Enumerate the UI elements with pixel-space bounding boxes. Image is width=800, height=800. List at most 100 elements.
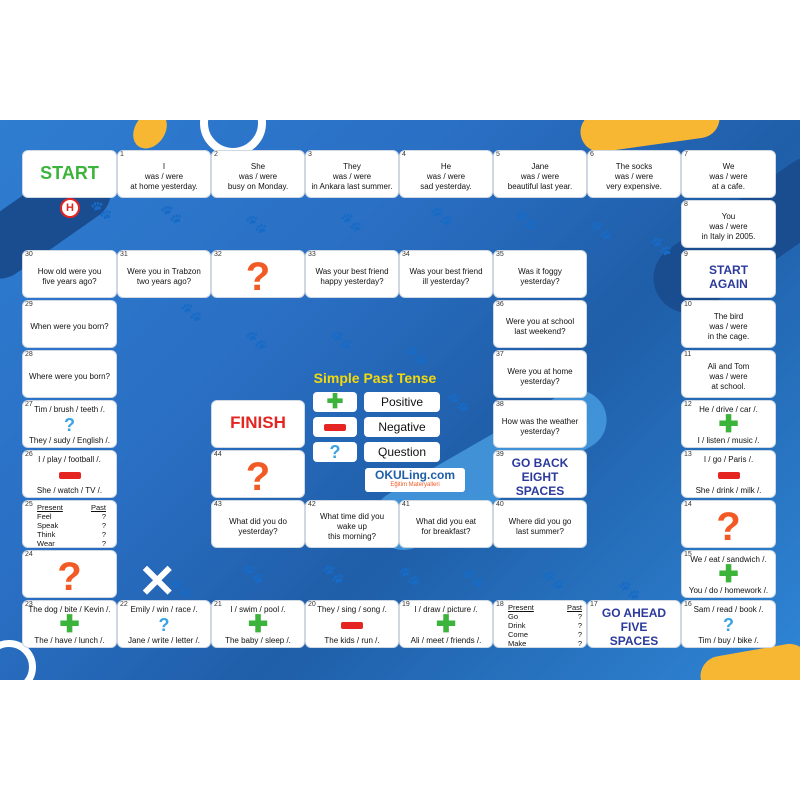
cell-number: 6 bbox=[590, 151, 594, 158]
cell-text-top: The dog / bite / Kevin /. bbox=[28, 605, 111, 614]
verb-past: ? bbox=[577, 612, 582, 621]
board-cell-13[interactable]: 13 I / go / Paris /.She / drink / milk /… bbox=[681, 450, 776, 498]
cell-number: 19 bbox=[402, 601, 410, 608]
verb-present: Think bbox=[37, 530, 56, 539]
cell-text-bottom: She / watch / TV /. bbox=[36, 486, 103, 495]
cell-number: 18 bbox=[496, 601, 504, 608]
cell-number: 2 bbox=[214, 151, 218, 158]
cell-number: 25 bbox=[25, 501, 33, 508]
board-cell-22[interactable]: 22 Emily / win / race /.?Jane / write / … bbox=[117, 600, 211, 648]
board-cell-20[interactable]: 20 They / sing / song /.The kids / run /… bbox=[305, 600, 399, 648]
cell-text-top: Sam / read / book /. bbox=[693, 605, 764, 614]
finish-label: FINISH bbox=[230, 413, 286, 432]
legend-negative: Negative bbox=[364, 417, 440, 437]
cell-text: What time did you wake up this morning? bbox=[319, 512, 385, 541]
cell-number: 35 bbox=[496, 251, 504, 258]
minus-icon bbox=[341, 621, 363, 629]
cell-number: 38 bbox=[496, 401, 504, 408]
verb-past: ? bbox=[577, 639, 582, 648]
plus-icon: ✚ bbox=[435, 611, 457, 638]
board-cell-14[interactable]: 14? bbox=[681, 500, 776, 548]
cell-text: Jane was / were beautiful last year. bbox=[507, 162, 573, 191]
cell-text-bottom: I / listen / music /. bbox=[697, 436, 760, 445]
start-cell[interactable]: START bbox=[22, 150, 117, 198]
verb-present: Go bbox=[508, 612, 519, 621]
question-mark-icon: ? bbox=[158, 615, 170, 635]
verb-present: Feel bbox=[37, 512, 52, 521]
paw-icon: 🐾 bbox=[90, 200, 113, 220]
cell-text: They was / were in Ankara last summer. bbox=[311, 162, 393, 191]
cell-number: 30 bbox=[25, 251, 33, 258]
cell-text-top: Emily / win / race /. bbox=[130, 605, 198, 614]
cell-number: 11 bbox=[684, 351, 692, 358]
plus-icon: ✚ bbox=[247, 611, 269, 638]
board-cell-24[interactable]: 24? bbox=[22, 550, 117, 598]
cell-text-bottom: Tim / buy / bike /. bbox=[698, 636, 759, 645]
question-legend-icon: ? bbox=[313, 442, 357, 462]
board-cell-27[interactable]: 27 Tim / brush / teeth /.?They / sudy / … bbox=[22, 400, 117, 448]
cell-text: Were you at school last weekend? bbox=[505, 317, 575, 336]
board-cell-26[interactable]: 26 I / play / football /.She / watch / T… bbox=[22, 450, 117, 498]
cell-text-top: We / eat / sandwich /. bbox=[690, 555, 767, 564]
cell-text-bottom: They / sudy / English /. bbox=[29, 436, 110, 445]
cell-text: How old were you five years ago? bbox=[37, 267, 102, 286]
board-cell-12[interactable]: 12 He / drive / car /.✚I / listen / musi… bbox=[681, 400, 776, 448]
board-cell-23[interactable]: 23 The dog / bite / Kevin /.✚The / have … bbox=[22, 600, 117, 648]
board-cell-15[interactable]: 15 We / eat / sandwich /.✚You / do / hom… bbox=[681, 550, 776, 598]
verb-past: ? bbox=[577, 630, 582, 639]
board-cell-32[interactable]: 32? bbox=[211, 250, 305, 298]
board-cell-44[interactable]: 44? bbox=[211, 450, 305, 498]
cell-number: 7 bbox=[684, 151, 688, 158]
question-mark-icon: ? bbox=[57, 555, 82, 598]
cell-text: Where were you born? bbox=[29, 372, 110, 381]
board-cell-19[interactable]: 19 I / draw / picture /.✚Ali / meet / fr… bbox=[399, 600, 493, 648]
cell-number: 41 bbox=[402, 501, 410, 508]
cell-text: What did you do yesterday? bbox=[229, 517, 287, 536]
logo-name: OKULing.com bbox=[375, 468, 455, 482]
cell-number: 5 bbox=[496, 151, 500, 158]
cell-text: GO AHEAD FIVE SPACES bbox=[601, 606, 667, 648]
cell-number: 12 bbox=[684, 401, 692, 408]
board-cell-16[interactable]: 16 Sam / read / book /.?Tim / buy / bike… bbox=[681, 600, 776, 648]
board-cell-21[interactable]: 21 I / swim / pool /.✚The baby / sleep /… bbox=[211, 600, 305, 648]
question-mark-icon: ? bbox=[723, 615, 734, 635]
verb-past: ? bbox=[101, 530, 106, 539]
cell-text: Was your best friend ill yesterday? bbox=[409, 267, 483, 286]
cell-number: 42 bbox=[308, 501, 316, 508]
cell-text: GO BACK EIGHT SPACES bbox=[511, 456, 569, 498]
finish-cell[interactable]: FINISH bbox=[211, 400, 305, 448]
cell-number: 8 bbox=[684, 201, 688, 208]
verb-past: ? bbox=[101, 539, 106, 548]
negative-legend-icon bbox=[313, 417, 357, 437]
paw-icon: 🐾 bbox=[590, 220, 613, 240]
